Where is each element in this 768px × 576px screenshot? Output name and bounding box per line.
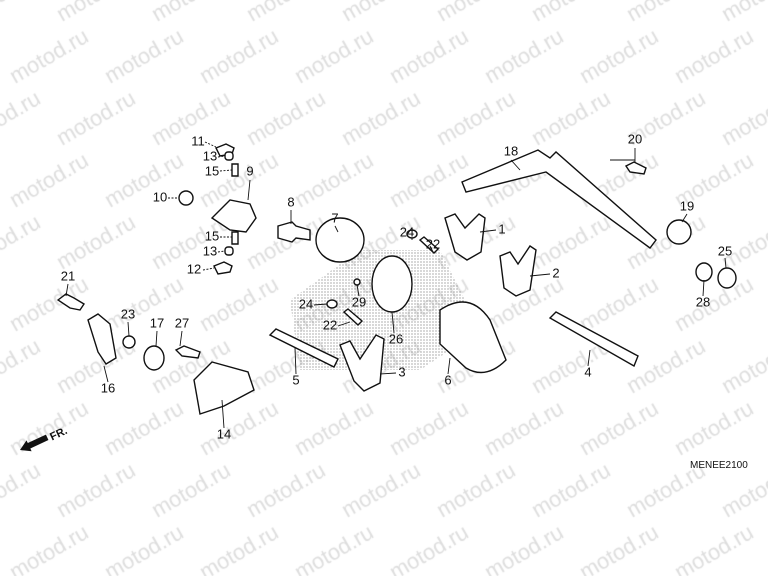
callout-2: 2 (552, 265, 559, 280)
callout-28: 28 (696, 294, 710, 309)
callout-24: 24 (299, 296, 313, 311)
part-9-arm (210, 199, 257, 233)
callout-20: 20 (628, 131, 642, 146)
part-8-bolt (277, 221, 311, 243)
part-15-spring-lower (231, 231, 239, 245)
callout-15: 15 (205, 163, 219, 178)
part-22-bolt (342, 308, 364, 326)
part-22-bolt-upper (418, 236, 440, 254)
part-25-washer (717, 267, 737, 289)
callout-25: 25 (718, 243, 732, 258)
part-4-shaft (548, 311, 639, 368)
callout-12: 12 (187, 261, 201, 276)
part-13-collar-lower (224, 246, 234, 256)
callout-10: 10 (153, 189, 167, 204)
callout-3: 3 (398, 364, 405, 379)
part-21-bolt (56, 293, 85, 311)
callout-16: 16 (101, 380, 115, 395)
dashed-leader-lines (168, 141, 233, 271)
callout-6: 6 (444, 372, 451, 387)
part-20-bolt (624, 161, 647, 175)
part-2-fork (499, 245, 537, 297)
part-12-stopper (213, 261, 233, 275)
callout-5: 5 (292, 372, 299, 387)
callout-13: 13 (203, 148, 217, 163)
callout-18: 18 (504, 143, 518, 158)
part-18-shift-spindle (461, 149, 657, 249)
part-17-spring (143, 345, 165, 371)
leader-lines (65, 148, 727, 429)
part-1-fork (444, 213, 486, 261)
part-24-plate (326, 299, 338, 309)
part-26-bearing (371, 255, 413, 313)
callout-21: 21 (61, 268, 75, 283)
callout-1: 1 (498, 221, 505, 236)
part-15-spring (231, 163, 239, 177)
callout-26: 26 (389, 331, 403, 346)
part-6-drum (439, 301, 507, 374)
callout-15: 15 (205, 228, 219, 243)
callout-4: 4 (584, 364, 591, 379)
callout-23: 23 (121, 306, 135, 321)
callout-14: 14 (217, 426, 231, 441)
part-19-return-spring (666, 219, 692, 245)
callout-24: 24 (400, 224, 414, 239)
callout-22: 22 (426, 236, 440, 251)
part-16-arm (87, 313, 117, 365)
diagram-code: MENEE2100 (690, 460, 748, 471)
callout-7: 7 (331, 210, 338, 225)
part-5-shaft (268, 328, 339, 368)
callout-22: 22 (323, 317, 337, 332)
callout-17: 17 (150, 315, 164, 330)
part-28-circlip (695, 262, 713, 282)
arrow-left-icon (20, 434, 49, 452)
callout-11: 11 (191, 133, 205, 148)
callout-13: 13 (203, 243, 217, 258)
part-14-plate (193, 361, 255, 415)
part-13-collar (224, 151, 234, 161)
part-10-nut (178, 190, 194, 206)
callout-29: 29 (352, 294, 366, 309)
part-23-washer (122, 335, 136, 349)
callout-19: 19 (680, 198, 694, 213)
callout-8: 8 (287, 194, 294, 209)
front-label: FR. (48, 425, 69, 443)
callout-9: 9 (246, 163, 253, 178)
part-27-bolt (174, 345, 201, 359)
part-3-fork (339, 334, 385, 392)
part-29-pin (353, 278, 361, 286)
front-direction-arrow: FR. (20, 425, 69, 452)
callout-27: 27 (175, 315, 189, 330)
part-7-drum-center (315, 217, 365, 263)
